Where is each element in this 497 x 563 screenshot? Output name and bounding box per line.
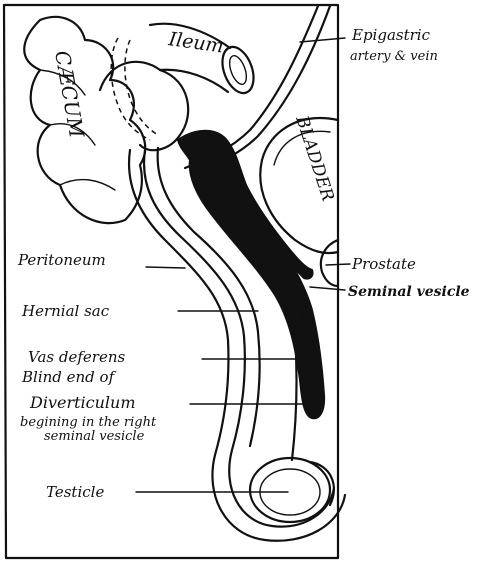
label-diverticulum-2: begining in the right: [20, 415, 157, 430]
ileum-lumen: [226, 54, 249, 87]
label-cecum: CÆCUM: [50, 49, 89, 140]
label-vas-deferens: Vas deferens: [28, 348, 125, 366]
label-ileum: Ileum: [166, 28, 225, 58]
leader-peritoneum: [146, 267, 185, 268]
appendix-dashed: [111, 38, 150, 140]
label-diverticulum-3: seminal vesicle: [44, 429, 145, 444]
label-blind-end: Blind end of: [21, 368, 117, 386]
leader-prostate: [326, 264, 350, 265]
label-epigastric-1: Epigastric: [351, 26, 431, 44]
label-hernial-sac: Hernial sac: [21, 302, 110, 320]
label-testicle: Testicle: [46, 483, 104, 501]
prostate-outline: [321, 240, 338, 286]
leader-seminal-vesicle: [310, 287, 345, 290]
label-prostate: Prostate: [351, 255, 416, 273]
testicle-outline: [250, 458, 330, 522]
label-bladder: BLADDER: [291, 112, 338, 204]
caecum-fold-2: [60, 180, 115, 190]
label-epigastric-2: artery & vein: [350, 49, 438, 64]
label-seminal-vesicle: Seminal vesicle: [348, 284, 470, 300]
label-diverticulum: Diverticulum: [29, 393, 136, 412]
label-peritoneum: Peritoneum: [17, 251, 106, 269]
